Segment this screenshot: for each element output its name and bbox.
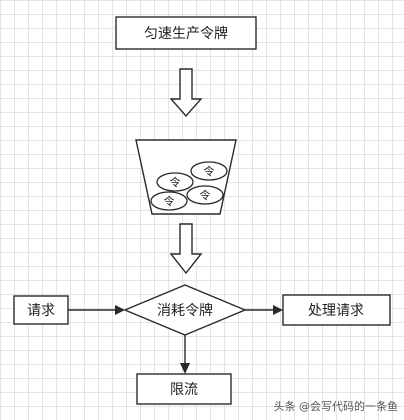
generate-tokens-node: 匀速生产令牌 — [115, 16, 257, 50]
process-request-node: 处理请求 — [282, 294, 391, 326]
arrow-consume-to-limit — [180, 335, 190, 374]
token-label: 令 — [200, 188, 211, 202]
token-4: 令 — [186, 185, 224, 205]
token-label: 令 — [164, 194, 175, 208]
process-request-label: 处理请求 — [308, 303, 364, 319]
token-2: 令 — [190, 161, 228, 181]
arrow-consume-to-process — [245, 305, 283, 315]
hollow-down-arrow-2 — [169, 223, 203, 275]
watermark: 头条 @会写代码的一条鱼 — [273, 400, 399, 413]
token-label: 令 — [170, 175, 181, 189]
consume-tokens-node: 消耗令牌 — [123, 284, 247, 336]
hollow-down-arrow-1 — [169, 68, 203, 118]
token-1: 令 — [156, 172, 194, 192]
token-bucket: 令 令 令 令 — [135, 139, 237, 215]
consume-tokens-label: 消耗令牌 — [157, 302, 213, 319]
token-3: 令 — [150, 191, 188, 211]
token-label: 令 — [204, 164, 215, 178]
request-node: 请求 — [13, 295, 69, 325]
request-label: 请求 — [27, 303, 55, 319]
generate-tokens-label: 匀速生产令牌 — [144, 25, 228, 42]
rate-limit-node: 限流 — [136, 373, 232, 405]
arrow-request-to-consume — [68, 305, 125, 315]
rate-limit-label: 限流 — [170, 382, 198, 398]
